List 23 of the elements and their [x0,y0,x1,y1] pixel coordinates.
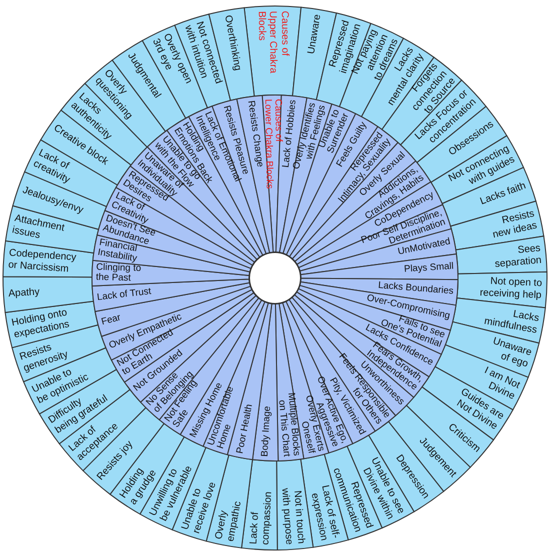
segment-label: Fear [100,313,122,328]
segment-label: Plays Small [404,262,454,276]
segment-label: Lacks faith [478,180,528,208]
segment-label: Clinging to the Past [96,262,142,285]
segment-label: Unaware [306,14,324,55]
segment-label: Holding onto expectations [10,307,70,341]
segment-label: Not open to receiving help [480,275,542,302]
segment-label: Lack of compassion [248,490,274,546]
segment-label: Body Image [260,406,274,458]
segment-label: Lack of Trust [96,286,152,304]
segment-label: Lacks Boundaries [378,280,454,297]
segment-label: Overthinking [222,14,244,72]
segment-label: Overly empathic [213,500,244,542]
segment-label: Codependency or Narcissism [8,248,77,276]
segment-label: Poor Health [236,403,256,455]
segment-label: Causes of Upper Chakra Blocks [255,10,290,74]
segment-label: Lacks mindfulness [483,308,540,336]
segment-label: Resists new ideas [490,208,538,241]
segment-label: Attachment issues [11,212,66,243]
segment-label: Apathy [8,286,40,300]
segment-label: Not in touch with purpose [279,486,306,546]
segment-label: Multiple Blocks on This Chart [274,392,302,458]
segment-label: Sees separation [493,242,542,270]
